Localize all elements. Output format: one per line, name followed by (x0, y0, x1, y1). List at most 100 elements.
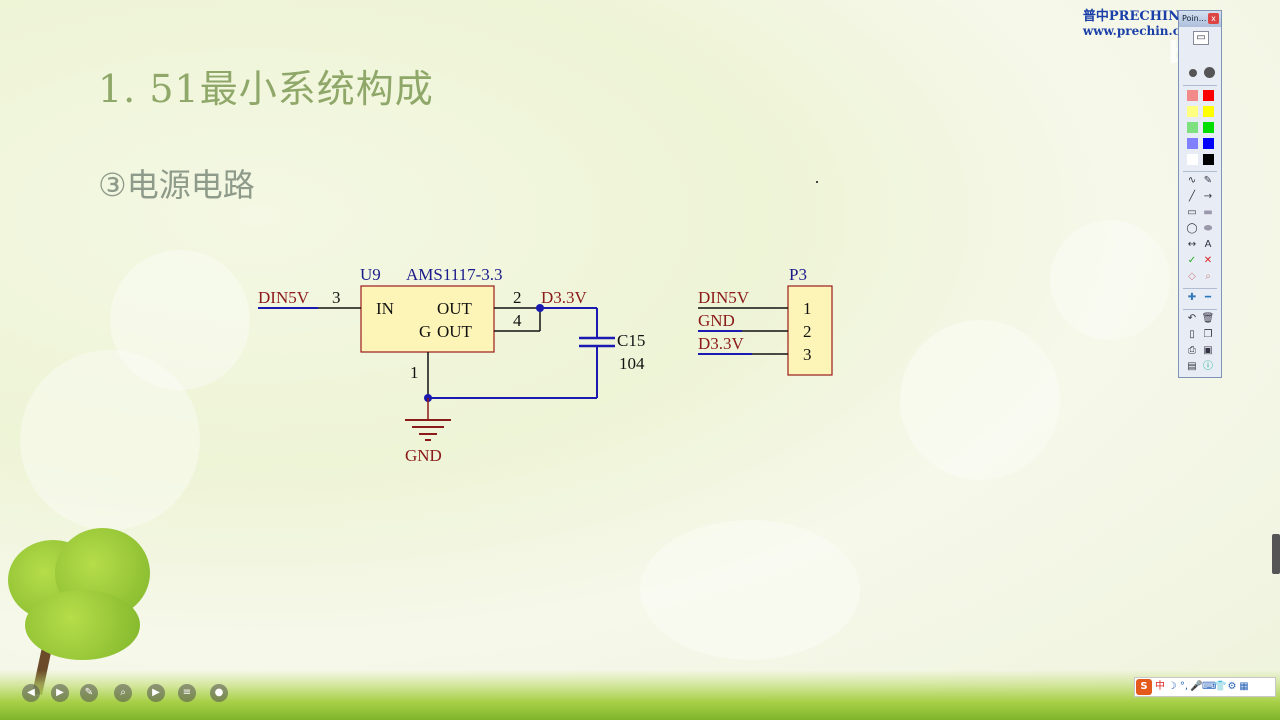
freehand-icon[interactable]: ∿ (1187, 175, 1197, 186)
color-light-red[interactable] (1187, 90, 1198, 101)
toolbar-window-icon[interactable]: ▭ (1193, 31, 1209, 45)
sogou-logo-icon[interactable]: S (1136, 679, 1152, 695)
connector-designator: P3 (789, 265, 807, 284)
brand-name: 普中PRECHIN (1082, 9, 1180, 24)
connector-pin1-num: 1 (803, 299, 812, 318)
highlight-icon[interactable]: ◇ (1188, 271, 1196, 282)
pen-icon[interactable]: ✎ (80, 684, 98, 702)
save-icon[interactable]: ▣ (1203, 345, 1213, 356)
bokeh-circle (1050, 220, 1170, 340)
minus-icon[interactable]: ━ (1204, 292, 1212, 303)
pin-gnd-glyph: G (419, 322, 431, 341)
bokeh-circle (20, 350, 200, 530)
eraser-icon[interactable]: ✎ (1203, 175, 1213, 186)
slide-subtitle: ③电源电路 (98, 166, 255, 204)
slide-title: 1. 51最小系统构成 (98, 67, 434, 111)
double-arrow-icon[interactable]: ↔ (1187, 239, 1197, 250)
undo-icon[interactable]: ↶ (1187, 313, 1197, 324)
camera-icon[interactable]: ▶ (147, 684, 165, 702)
connector-pin3-net: D3.3V (698, 334, 745, 353)
toolbar-separator (1183, 309, 1217, 310)
color-light-yellow[interactable] (1187, 106, 1198, 117)
color-light-blue[interactable] (1187, 138, 1198, 149)
pin-out-label: OUT (437, 299, 473, 318)
color-green[interactable] (1203, 122, 1214, 133)
ime-keyboard-icon[interactable]: ⌨ (1202, 681, 1217, 692)
side-panel-handle[interactable] (1272, 534, 1280, 574)
color-red[interactable] (1203, 90, 1214, 101)
connector-pin2-net: GND (698, 311, 735, 330)
color-light-green[interactable] (1187, 122, 1198, 133)
net-in-label: DIN5V (258, 288, 310, 307)
cross-icon[interactable]: ✕ (1203, 255, 1213, 266)
toolbar-separator (1183, 171, 1217, 172)
ellipse-icon[interactable]: ◯ (1186, 223, 1198, 234)
next-icon[interactable]: ● (210, 684, 228, 702)
pin-out2-number: 4 (513, 311, 522, 330)
bokeh-circle (110, 250, 250, 390)
pin-out-number: 2 (513, 288, 522, 307)
brand-logo: 普中PRECHIN www.prechin.c (1060, 9, 1180, 39)
new-page-icon[interactable]: ▯ (1189, 329, 1195, 340)
copy-icon[interactable]: ❐ (1203, 329, 1213, 340)
color-black[interactable] (1203, 154, 1214, 165)
line-icon[interactable]: ╱ (1188, 191, 1196, 202)
pin-in-number: 3 (332, 288, 341, 307)
zoom-icon[interactable]: ⌕ (114, 684, 132, 702)
toolbar-title: Poin... (1182, 14, 1207, 23)
ime-settings-icon[interactable]: ⚙ (1227, 681, 1237, 692)
arrow-icon[interactable]: → (1203, 191, 1213, 202)
connector-pin3-num: 3 (803, 345, 812, 364)
prev-icon[interactable]: ◀ (22, 684, 40, 702)
ime-mic-icon[interactable]: 🎤 (1190, 681, 1203, 692)
check-icon[interactable]: ✓ (1187, 255, 1197, 266)
large-brush-icon[interactable] (1204, 67, 1215, 78)
pin-gnd-number: 1 (410, 363, 419, 382)
connector-pin1-net: DIN5V (698, 288, 750, 307)
toolbar-separator (1183, 85, 1217, 86)
zoom-icon[interactable]: ⌕ (1205, 271, 1211, 282)
ime-punct-icon[interactable]: °, (1179, 681, 1189, 692)
brand-url: www.prechin.c (1082, 24, 1180, 38)
stray-dot (816, 181, 818, 183)
filled-ellipse-icon[interactable]: ⬬ (1203, 223, 1213, 234)
ime-grid-icon[interactable]: ▦ (1239, 681, 1249, 692)
ime-skin-icon[interactable]: 👕 (1214, 681, 1227, 692)
pin-in-label: IN (376, 299, 394, 318)
color-yellow[interactable] (1203, 106, 1214, 117)
print-icon[interactable]: ⎙ (1188, 345, 1196, 356)
cap-value: 104 (619, 354, 645, 373)
ime-moon-icon[interactable]: ☽ (1167, 681, 1177, 692)
pin-out2-label: OUT (437, 322, 473, 341)
toolbar-titlebar[interactable]: Poin... x (1179, 11, 1221, 27)
trash-icon[interactable]: 🗑 (1201, 313, 1215, 324)
filled-rectangle-icon[interactable]: ▬ (1203, 207, 1213, 218)
pointofix-toolbar[interactable]: Poin... x ▭ ∿ ✎ ╱ → ▭ ▬ ◯ ⬬ ↔ A ✓ ✕ ◇ ⌕ … (1178, 10, 1222, 378)
plus-icon[interactable]: ✚ (1187, 292, 1197, 303)
junction-dot (536, 304, 544, 312)
small-brush-icon[interactable] (1189, 69, 1197, 77)
color-blue[interactable] (1203, 138, 1214, 149)
regulator-body (360, 285, 495, 353)
ime-lang[interactable]: 中 (1155, 681, 1165, 692)
menu-icon[interactable]: ≡ (178, 684, 196, 702)
color-white[interactable] (1187, 154, 1198, 165)
regulator-part: AMS1117-3.3 (406, 265, 503, 284)
text-tool-icon[interactable]: A (1204, 239, 1212, 250)
settings-icon[interactable]: ▤ (1187, 361, 1197, 372)
regulator-designator: U9 (360, 265, 381, 284)
rectangle-icon[interactable]: ▭ (1187, 207, 1197, 218)
info-icon[interactable]: ⓘ (1203, 361, 1213, 372)
toolbar-close-button[interactable]: x (1208, 13, 1219, 24)
tree-crown (25, 590, 140, 660)
bokeh-circle (640, 520, 860, 660)
connector-pin2-num: 2 (803, 322, 812, 341)
play-icon[interactable]: ▶ (51, 684, 69, 702)
toolbar-separator (1183, 288, 1217, 289)
gnd-label: GND (405, 446, 442, 465)
cap-designator: C15 (617, 331, 645, 350)
bokeh-circle (900, 320, 1060, 480)
net-out-label: D3.3V (541, 288, 588, 307)
